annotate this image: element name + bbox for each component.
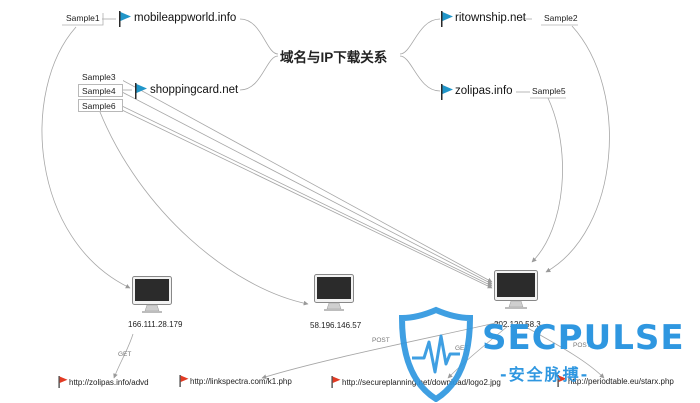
edge-sample6-ip3: [121, 105, 493, 287]
edge-sample6b-ip3: [121, 109, 493, 289]
ip-166: 166.111.28.179: [128, 320, 183, 329]
domain-mobileappworld: mobileappworld.info: [134, 12, 237, 24]
edge-sample2-ip3: [545, 25, 610, 273]
sample-stubs: [62, 13, 578, 99]
edge-sample1-ip1: [41, 26, 131, 289]
edge-sample5-ip3: [531, 97, 563, 263]
diagram-title: 域名与IP下载关系: [280, 50, 388, 65]
edge-domain3-title: [239, 55, 279, 91]
url-periodtable: http://periodtable.eu/starx.php: [568, 377, 674, 386]
edge-domain4-title: [399, 55, 441, 92]
edge-sample6-ip2: [99, 111, 309, 306]
sample4-label: Sample4: [78, 84, 123, 97]
monitor-icon: [132, 276, 172, 313]
flag-icon: [557, 375, 567, 387]
ip-58: 58.196.146.57: [310, 321, 362, 330]
domain-ritownship: ritownship.net: [455, 12, 526, 24]
flag-icon: [441, 84, 453, 100]
edge-ip3-url3: [447, 325, 509, 379]
sample2-label: Sample2: [544, 13, 578, 23]
edge-ip3-url4: [523, 325, 605, 379]
sample5-label: Sample5: [532, 86, 566, 96]
method-get-2: GET: [455, 345, 469, 352]
monitor-icon: [314, 274, 354, 311]
monitor-icon: [494, 270, 538, 309]
watermark-sub: -安全脉搏-: [500, 365, 590, 384]
flag-icon: [179, 375, 189, 387]
edge-domain2-title: [399, 18, 441, 55]
flag-icon: [135, 83, 147, 99]
flag-icon: [58, 376, 68, 388]
edge-ip1-url1: [113, 333, 134, 379]
flag-icon: [441, 11, 453, 27]
sample6-label: Sample6: [78, 99, 123, 112]
flag-icon: [119, 11, 131, 27]
shield-logo-icon: [398, 306, 474, 402]
flag-icon: [331, 376, 341, 388]
domain-shoppingcard: shoppingcard.net: [150, 84, 239, 96]
url-zolipas: http://zolipas.info/advd: [69, 378, 149, 387]
edge-sample4-ip3: [121, 91, 493, 285]
method-post-2: POST: [573, 342, 591, 349]
watermark-brand: SECPULSE: [482, 318, 685, 358]
domain-zolipas: zolipas.info: [455, 85, 513, 97]
edge-domain1-title: [239, 18, 279, 55]
sample1-label: Sample1: [66, 13, 100, 23]
method-get-1: GET: [118, 351, 132, 358]
sample3-label: Sample3: [78, 70, 123, 83]
url-linkspectra: http://linkspectra.com/k1.php: [190, 377, 292, 386]
edge-sample3-ip3: [121, 79, 493, 283]
ip-202: 202.120.58.3: [494, 320, 541, 329]
method-post-1: POST: [372, 337, 390, 344]
